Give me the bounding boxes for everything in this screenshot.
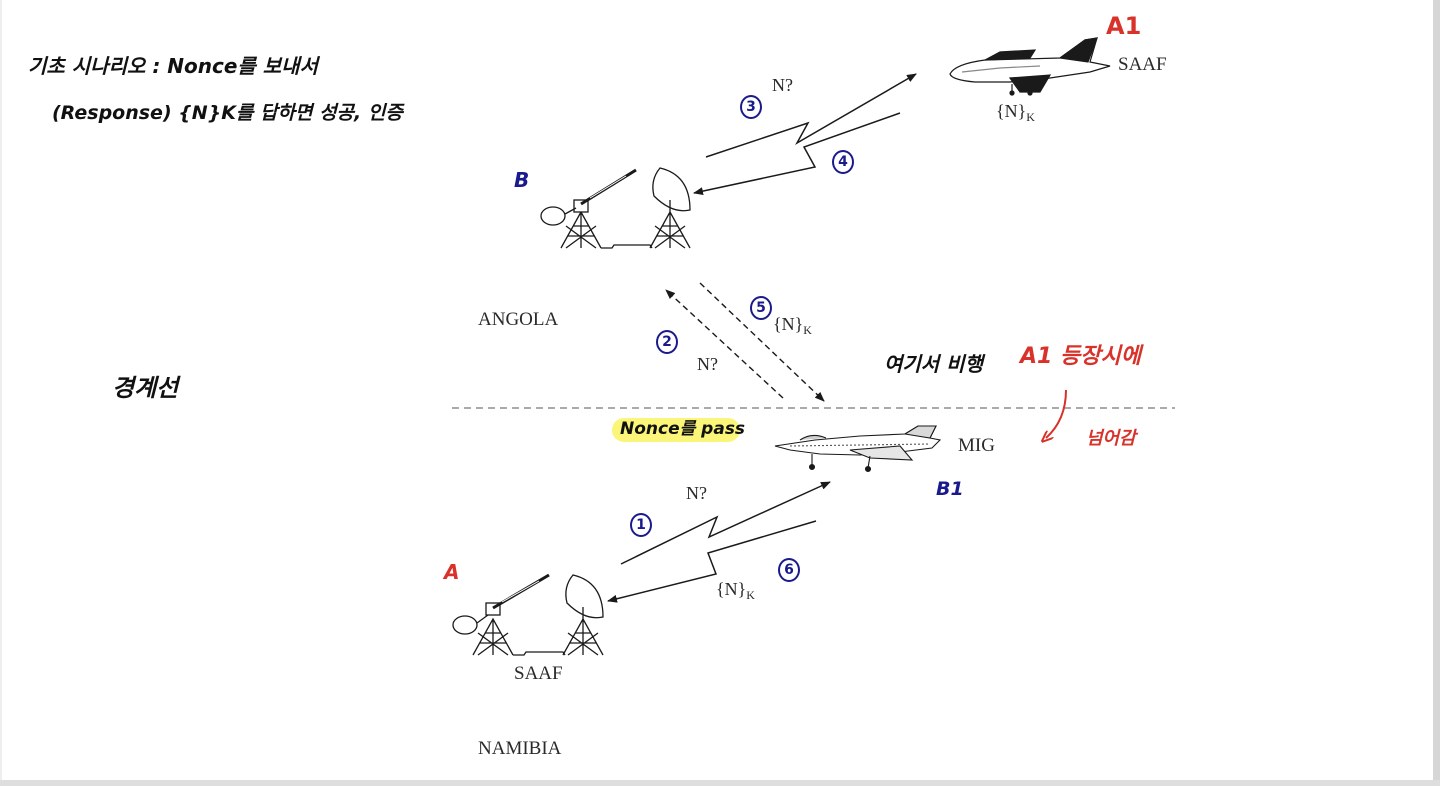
page-edge-left bbox=[0, 0, 2, 786]
step-6-badge: 6 bbox=[778, 558, 800, 582]
label-nk-top-text: {N} bbox=[996, 101, 1027, 121]
step-4-badge: 4 bbox=[832, 150, 854, 174]
label-nk-mid-sub: K bbox=[803, 323, 812, 337]
arrow-step1-request bbox=[620, 481, 831, 565]
saaf-jet-icon bbox=[949, 37, 1111, 96]
note-fly-here: 여기서 비행 bbox=[884, 352, 983, 376]
label-mig: MIG bbox=[958, 435, 995, 456]
step-3-badge: 3 bbox=[740, 95, 762, 119]
step-5-badge: 5 bbox=[750, 296, 772, 320]
step-1-badge: 1 bbox=[630, 513, 652, 537]
note-top-line2: (Response) {N}K를 답하면 성공, 인증 bbox=[52, 102, 403, 124]
arrow-step4-response bbox=[693, 112, 901, 196]
label-n-q-bottom: N? bbox=[686, 483, 707, 503]
label-nk-top: {N}K bbox=[996, 102, 1035, 123]
note-top-line1: 기초 시나리오 : Nonce를 보내서 bbox=[28, 54, 318, 78]
red-curve-arrow bbox=[1046, 389, 1067, 438]
arrow-step2-request bbox=[665, 289, 784, 399]
arrow-step6-response bbox=[607, 520, 817, 603]
mark-a: A bbox=[444, 560, 460, 584]
radar-station-namibia-icon bbox=[452, 573, 604, 656]
label-namibia: NAMIBIA bbox=[478, 738, 562, 759]
mark-b: B bbox=[514, 168, 530, 192]
label-nk-bottom-sub: K bbox=[746, 588, 755, 602]
label-nk-bottom: {N}K bbox=[716, 580, 755, 601]
label-angola: ANGOLA bbox=[478, 309, 559, 330]
label-saaf-top: SAAF bbox=[1118, 54, 1167, 75]
mark-a1: A1 bbox=[1106, 12, 1142, 40]
label-nk-bottom-text: {N} bbox=[716, 579, 747, 599]
label-nk-mid: {N}K bbox=[773, 315, 812, 336]
arrow-step5-response bbox=[699, 282, 825, 402]
note-a1-appear: A1 등장시에 bbox=[1020, 344, 1141, 369]
radar-station-angola-icon bbox=[540, 167, 691, 249]
page-edge-bottom bbox=[0, 780, 1440, 786]
note-a1-pass: 넘어감 bbox=[1086, 428, 1136, 449]
mig-jet-icon bbox=[774, 425, 942, 473]
arrow-step3-request bbox=[705, 73, 917, 158]
label-n-q-top: N? bbox=[772, 75, 793, 95]
highlight-nonce-pass bbox=[612, 418, 740, 442]
label-n-q-mid: N? bbox=[697, 354, 718, 374]
step-2-badge: 2 bbox=[656, 330, 678, 354]
label-nk-top-sub: K bbox=[1026, 110, 1035, 124]
note-boundary: 경계선 bbox=[112, 374, 179, 402]
label-saaf-bottom: SAAF bbox=[514, 663, 563, 684]
note-nonce-pass: Nonce를 pass bbox=[620, 419, 746, 439]
label-nk-mid-text: {N} bbox=[773, 314, 804, 334]
page-edge-right bbox=[1433, 0, 1440, 786]
mark-b1: B1 bbox=[936, 478, 964, 500]
